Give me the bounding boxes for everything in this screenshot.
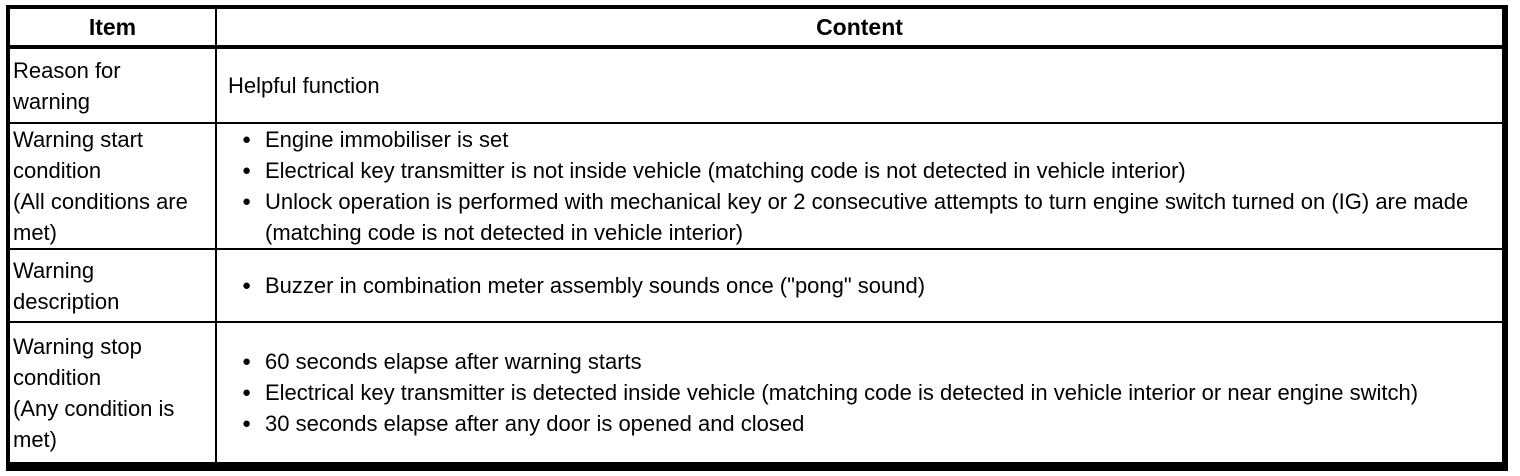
table-row-warning-stop-condition: Warning stop condition (Any condition is… bbox=[10, 321, 1502, 462]
bullet-item: ● Electrical key transmitter is detected… bbox=[217, 377, 1502, 408]
table-row-warning-description: Warning description ● Buzzer in combinat… bbox=[10, 248, 1502, 321]
item-cell: Warning start condition (All conditions … bbox=[10, 124, 217, 248]
header-content-label: Content bbox=[816, 13, 903, 40]
content-cell: ● Engine immobiliser is set ● Electrical… bbox=[217, 124, 1502, 248]
item-line: met) bbox=[13, 220, 57, 245]
item-line: (All conditions are bbox=[13, 189, 188, 214]
bullet-text: Unlock operation is performed with mecha… bbox=[265, 189, 1469, 245]
bullet-list: ● Engine immobiliser is set ● Electrical… bbox=[217, 124, 1502, 248]
item-line: Warning bbox=[13, 257, 95, 283]
content-cell: ● 60 seconds elapse after warning starts… bbox=[217, 323, 1502, 462]
item-cell: Reason for warning bbox=[10, 49, 217, 122]
item-line: condition bbox=[13, 364, 102, 390]
bullet-icon: ● bbox=[242, 193, 252, 210]
bullet-icon: ● bbox=[242, 131, 252, 148]
bullet-item: ● 30 seconds elapse after any door is op… bbox=[217, 408, 1502, 439]
bullet-text: Engine immobiliser is set bbox=[265, 127, 509, 152]
bullet-text: Electrical key transmitter is detected i… bbox=[265, 380, 1419, 405]
item-line: warning bbox=[13, 88, 91, 114]
table-header-row: Item Content bbox=[10, 9, 1502, 45]
bullet-text: 60 seconds elapse after warning starts bbox=[265, 349, 642, 374]
item-line: met) bbox=[13, 426, 57, 452]
bullet-icon: ● bbox=[242, 384, 252, 401]
table-row-warning-start-condition: Warning start condition (All conditions … bbox=[10, 122, 1502, 248]
bullet-list: ● 60 seconds elapse after warning starts… bbox=[217, 346, 1502, 439]
bullet-icon: ● bbox=[242, 353, 252, 370]
content-text: Helpful function bbox=[228, 73, 380, 98]
bullet-item: ● Unlock operation is performed with mec… bbox=[217, 186, 1502, 248]
bullet-icon: ● bbox=[242, 162, 252, 179]
bullet-item: ● Electrical key transmitter is not insi… bbox=[217, 155, 1502, 186]
header-item-label: Item bbox=[88, 13, 137, 40]
header-content-cell: Content bbox=[217, 9, 1502, 45]
content-cell: ● Buzzer in combination meter assembly s… bbox=[217, 250, 1502, 321]
item-line: Warning start bbox=[13, 127, 144, 152]
item-cell: Warning stop condition (Any condition is… bbox=[10, 323, 217, 462]
item-line: condition bbox=[13, 158, 102, 183]
bullet-icon: ● bbox=[242, 415, 252, 432]
bullet-list: ● Buzzer in combination meter assembly s… bbox=[217, 270, 1502, 301]
bullet-item: ● 60 seconds elapse after warning starts bbox=[217, 346, 1502, 377]
table-row-reason-for-warning: Reason for warning Helpful function bbox=[10, 45, 1502, 122]
bullet-item: ● Buzzer in combination meter assembly s… bbox=[217, 270, 1502, 301]
header-item-cell: Item bbox=[10, 9, 217, 45]
bullet-text: Electrical key transmitter is not inside… bbox=[265, 158, 1186, 183]
item-line: Reason for bbox=[13, 57, 121, 83]
warning-function-table: Item Content Reason for warning Helpful … bbox=[6, 5, 1508, 471]
item-line: (Any condition is bbox=[13, 395, 175, 421]
bullet-item: ● Engine immobiliser is set bbox=[217, 124, 1502, 155]
content-cell: Helpful function bbox=[217, 49, 1502, 122]
bullet-text: 30 seconds elapse after any door is open… bbox=[265, 411, 805, 436]
item-line: Warning stop bbox=[13, 333, 142, 359]
bullet-icon: ● bbox=[242, 277, 252, 294]
bullet-text: Buzzer in combination meter assembly sou… bbox=[265, 273, 926, 298]
item-line: description bbox=[13, 288, 120, 314]
item-cell: Warning description bbox=[10, 250, 217, 321]
